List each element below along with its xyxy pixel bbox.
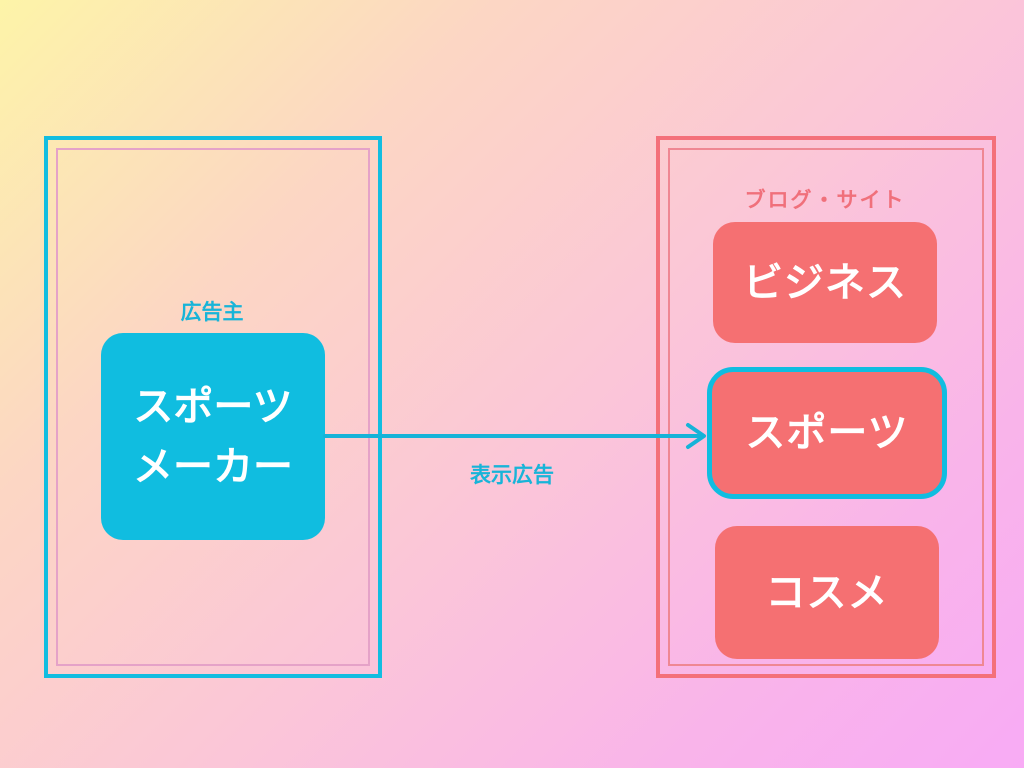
publisher-frame-inner-border: [668, 148, 984, 666]
advertiser-frame: [44, 136, 382, 678]
publisher-label: ブログ・サイト: [744, 188, 906, 212]
advertiser-box-line1: スポーツ: [133, 383, 293, 430]
advertiser-box-line2: メーカー: [133, 443, 293, 490]
publisher-item-sports: スポーツ: [707, 367, 947, 499]
arrow-label: 表示広告: [470, 463, 554, 487]
advertiser-label: 広告主: [180, 300, 244, 324]
publisher-item-cosme: コスメ: [715, 526, 939, 659]
advertiser-box: スポーツ メーカー: [101, 333, 325, 540]
advertiser-frame-inner-border: [56, 148, 370, 666]
publisher-item-business: ビジネス: [713, 222, 937, 343]
publisher-frame: [656, 136, 996, 678]
